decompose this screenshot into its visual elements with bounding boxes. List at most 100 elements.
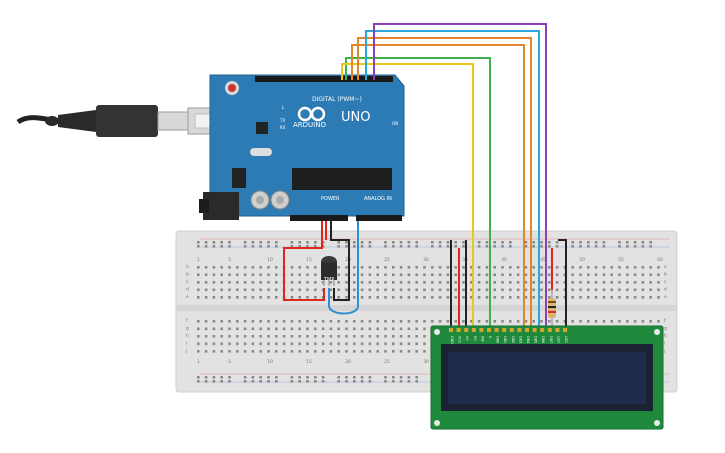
breadboard-col-number: 50 bbox=[579, 257, 585, 263]
lcd-pin bbox=[502, 328, 507, 332]
breadboard-col-number: 30 bbox=[423, 257, 429, 263]
breadboard-col-number: 55 bbox=[618, 257, 624, 263]
lcd-pin-label: DB4 bbox=[526, 336, 530, 343]
breadboard-col-number: 5 bbox=[228, 257, 231, 263]
breadboard-row-letter: i bbox=[186, 341, 187, 347]
breadboard-col-number: 15 bbox=[306, 257, 312, 263]
usb-cable bbox=[16, 105, 235, 137]
breadboard-col-number: 30 bbox=[423, 359, 429, 365]
lcd-pin bbox=[449, 328, 453, 332]
lcd-pin-label: GND bbox=[450, 336, 454, 344]
lcd-pin-label: DB0 bbox=[496, 336, 500, 343]
power-header bbox=[290, 215, 348, 221]
wire-orange-1 bbox=[351, 44, 525, 330]
lcd-pin bbox=[525, 328, 529, 332]
lcd-pin-label: DB7 bbox=[549, 336, 553, 343]
lcd-pin-label: LED bbox=[564, 336, 568, 343]
breadboard-row-letter: f bbox=[664, 318, 666, 324]
lcd-pin bbox=[471, 328, 476, 332]
lcd-pin-label: DB3 bbox=[518, 336, 522, 343]
breadboard-col-number: 1 bbox=[197, 257, 200, 263]
lcd-pin bbox=[479, 328, 484, 332]
arduino-uno-board: DIGITAL (PWM~) ARDUINO UNO L TX RX ON PO… bbox=[199, 74, 405, 221]
breadboard-col-number: 25 bbox=[384, 359, 390, 365]
breadboard-row-letter: j bbox=[663, 348, 665, 354]
breadboard-row-letter: f bbox=[186, 318, 188, 324]
lcd-pin bbox=[563, 328, 567, 332]
wire-cyan bbox=[365, 30, 540, 330]
lcd-pin-label: E bbox=[488, 336, 492, 338]
breadboard-col-number: 15 bbox=[306, 359, 312, 365]
lcd-pin-label: LED bbox=[556, 336, 560, 343]
arduino-brand-text: ARDUINO bbox=[293, 121, 326, 129]
breadboard-row-letter: b bbox=[664, 272, 667, 278]
breadboard-row-letter: e bbox=[664, 295, 667, 300]
breadboard-row-letter: d bbox=[186, 287, 189, 293]
lcd-pin-label: DB1 bbox=[503, 336, 507, 343]
breadboard-row-letter: h bbox=[664, 333, 667, 339]
wire-green bbox=[345, 57, 491, 330]
breadboard-col-number: 10 bbox=[267, 359, 273, 365]
breadboard-col-number: 10 bbox=[267, 257, 273, 263]
breadboard-col-number: 40 bbox=[501, 257, 507, 263]
svg-text:L: L bbox=[282, 105, 285, 110]
breadboard-row-letter: g bbox=[186, 327, 189, 332]
lcd-pin bbox=[464, 328, 469, 332]
lcd-pin bbox=[540, 328, 545, 332]
wire-purple bbox=[373, 23, 547, 330]
breadboard-row-letter: b bbox=[186, 272, 189, 278]
wires bbox=[283, 23, 567, 330]
breadboard-row-letter: a bbox=[664, 265, 667, 270]
breadboard-col-number: 25 bbox=[384, 257, 390, 263]
lcd-pin bbox=[456, 328, 461, 332]
power-label: POWER bbox=[321, 196, 340, 202]
resistor bbox=[548, 289, 556, 326]
breadboard-col-number: 45 bbox=[540, 257, 546, 263]
digital-header bbox=[255, 76, 393, 82]
arduino-model-text: UNO bbox=[341, 110, 370, 125]
breadboard-row-letter: e bbox=[186, 295, 189, 300]
wire-yellow bbox=[341, 63, 474, 330]
lcd-pin-label: DB2 bbox=[511, 336, 515, 343]
breadboard-col-number: 20 bbox=[345, 359, 351, 365]
wire-black-gnd bbox=[330, 221, 350, 301]
lcd-pin-label: V0 bbox=[465, 336, 469, 340]
breadboard-row-letter: g bbox=[664, 327, 667, 332]
lcd-pin-label: DB6 bbox=[541, 336, 545, 343]
lcd-screen bbox=[448, 352, 646, 404]
lcd-pin-label: RW bbox=[480, 336, 484, 342]
breadboard-col-number: 5 bbox=[228, 359, 231, 365]
breadboard-row-letter: a bbox=[186, 265, 189, 270]
breadboard-row-letter: c bbox=[186, 280, 189, 285]
breadboard-row-letter: d bbox=[664, 287, 667, 293]
lcd-pin bbox=[494, 328, 499, 332]
lcd-pin-label: RS bbox=[473, 336, 477, 341]
breadboard-col-number: 1 bbox=[197, 359, 200, 365]
lcd-pin bbox=[487, 328, 491, 332]
arduino-logo bbox=[297, 106, 326, 122]
svg-text:RX: RX bbox=[280, 125, 286, 130]
breadboard-row-letter: c bbox=[664, 280, 667, 285]
wire-blue-a0 bbox=[328, 221, 359, 315]
lcd-pin bbox=[555, 328, 560, 332]
lcd-pin bbox=[532, 328, 537, 332]
svg-text:TX: TX bbox=[279, 118, 285, 123]
lcd-pin bbox=[509, 328, 514, 332]
analog-label: ANALOG IN bbox=[364, 196, 392, 202]
breadboard-row-letter: i bbox=[664, 341, 665, 347]
lcd-pin bbox=[517, 328, 522, 332]
wire-orange-2 bbox=[357, 37, 532, 330]
lcd-pin-label: VCC bbox=[458, 336, 462, 344]
analog-header bbox=[356, 215, 402, 221]
tmp-sensor: TMP bbox=[321, 256, 337, 286]
svg-text:ON: ON bbox=[392, 121, 398, 126]
lcd-pin bbox=[547, 328, 552, 332]
breadboard-col-number: 60 bbox=[657, 257, 663, 263]
digital-header-label: DIGITAL (PWM~) bbox=[312, 96, 362, 103]
breadboard-row-letter: j bbox=[185, 348, 187, 354]
breadboard-row-letter: h bbox=[186, 333, 189, 339]
